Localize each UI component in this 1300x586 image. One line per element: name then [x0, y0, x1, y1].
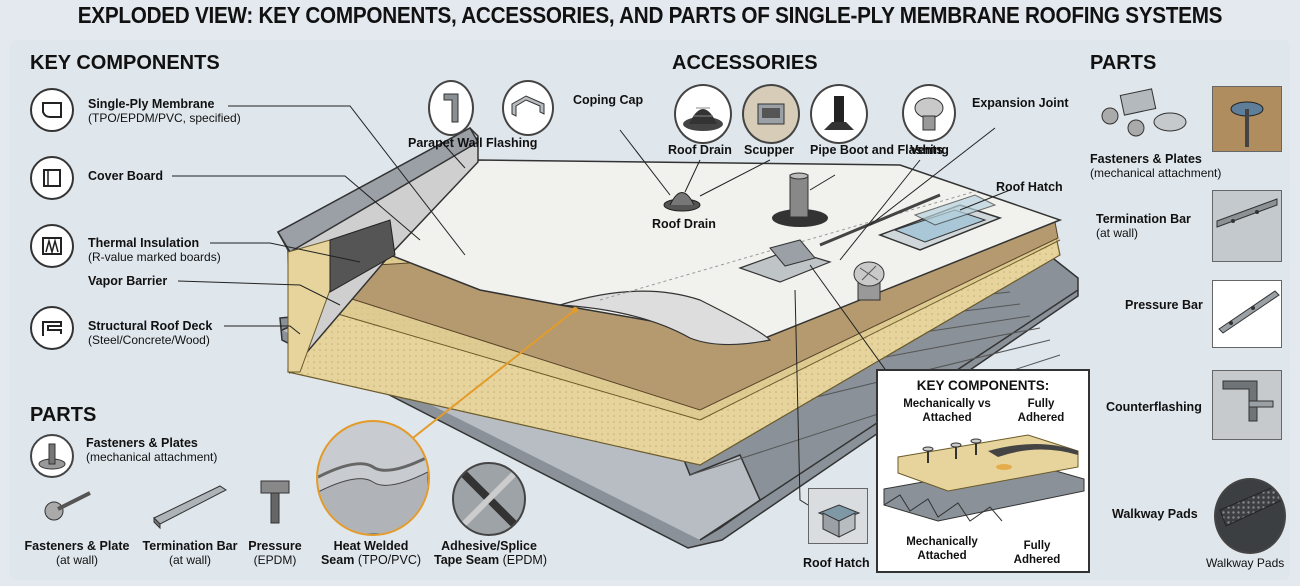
label-roof-hatch-bottom: Roof Hatch	[803, 556, 870, 570]
cover-board-icon	[30, 156, 74, 200]
label-expansion-joint: Expansion Joint	[972, 96, 1069, 110]
label-walkway-pads: Walkway Pads	[1112, 507, 1198, 521]
adhesive-seam-thumb	[452, 462, 526, 536]
label-roof-hatch: Roof Hatch	[996, 180, 1063, 194]
label-walkway-caption: Walkway Pads	[1206, 556, 1285, 570]
label-cover-board: Cover Board	[88, 169, 164, 183]
label-thermal-insulation: Thermal Insulation (R-value marked board…	[88, 236, 221, 264]
label-fasteners-plate: Fasteners & Plate (at wall)	[24, 539, 130, 567]
vents-thumb	[902, 84, 956, 142]
walkway-pads-thumb	[1214, 478, 1286, 554]
parts-left-heading: PARTS	[30, 404, 97, 426]
label-heat-welded-seam: Heat Welded Seam (TPO/PVC)	[320, 539, 422, 567]
roof-hatch-unit	[877, 194, 1003, 251]
label-termination-bar: Termination Bar (at wall)	[142, 539, 238, 567]
termination-bar-part	[153, 485, 227, 530]
membrane-icon	[30, 88, 74, 132]
label-counterflashing: Counterflashing	[1106, 400, 1202, 414]
leader-lines	[172, 105, 1011, 506]
pipe-boot-unit	[772, 172, 828, 227]
label-scupper: Scupper	[744, 143, 795, 157]
termination-bar-thumb	[1212, 190, 1282, 262]
fastener-wood-thumb	[1212, 86, 1282, 152]
roof-drain-unit	[663, 192, 701, 212]
label-single-ply-membrane: Single-Ply Membrane (TPO/EPDM/PVC, speci…	[88, 97, 241, 125]
accessories-heading: ACCESSORIES	[672, 52, 818, 74]
label-adhesive-seam: Adhesive/Splice Tape Seam (EPDM)	[434, 539, 548, 567]
vent-box-unit	[738, 239, 832, 283]
inset-diagram	[883, 434, 1085, 522]
roof-hatch-thumb	[808, 488, 868, 544]
fastener-plate-part	[44, 491, 91, 521]
label-vents: Vents	[910, 143, 944, 157]
insulation-icon	[30, 224, 74, 268]
label-vapor-barrier: Vapor Barrier	[88, 274, 168, 288]
parts-right-heading: PARTS	[1090, 52, 1157, 74]
label-pipe-boot: Pipe Boot and Flashing	[810, 143, 949, 157]
label-pressure: Pressure (EPDM)	[248, 539, 302, 567]
key-components-heading: KEY COMPONENTS	[30, 52, 220, 74]
scupper-thumb	[742, 84, 800, 144]
page-title: EXPLODED VIEW: KEY COMPONENTS, ACCESSORI…	[77, 2, 1223, 28]
roof-deck-icon	[30, 306, 74, 350]
label-roof-drain-callout: Roof Drain	[652, 217, 716, 231]
membrane-layer	[388, 159, 1063, 346]
pressure-part	[260, 480, 290, 524]
inset-heading: KEY COMPONENTS:	[916, 378, 1050, 393]
seam-callout-line	[384, 309, 576, 461]
fasteners-plates-icon	[30, 434, 74, 478]
roof-drain-thumb	[674, 84, 732, 144]
label-roof-drain: Roof Drain	[668, 143, 732, 157]
label-termination-bar-right: Termination Bar (at wall)	[1096, 212, 1191, 240]
coping-cap-thumb	[502, 80, 554, 136]
label-parapet-wall-flashing: Parapet Wall Flashing	[408, 136, 538, 150]
parapet-flashing-thumb	[428, 80, 474, 136]
label-fasteners-plates-right: Fasteners & Plates (mechanical attachmen…	[1090, 152, 1222, 180]
turbine-vent-unit	[853, 261, 885, 301]
label-pressure-bar: Pressure Bar	[1125, 298, 1203, 312]
heat-welded-seam-thumb	[316, 420, 430, 536]
fasteners-plates-part-right	[1101, 88, 1187, 137]
label-coping-cap: Coping Cap	[573, 93, 644, 107]
parapet-wall	[276, 126, 480, 374]
pipe-boot-thumb	[810, 84, 868, 144]
pressure-bar-thumb	[1212, 280, 1282, 348]
label-fasteners-plates-left: Fasteners & Plates (mechanical attachmen…	[86, 436, 218, 464]
counterflashing-thumb	[1212, 370, 1282, 440]
label-structural-roof-deck: Structural Roof Deck (Steel/Concrete/Woo…	[88, 319, 213, 347]
